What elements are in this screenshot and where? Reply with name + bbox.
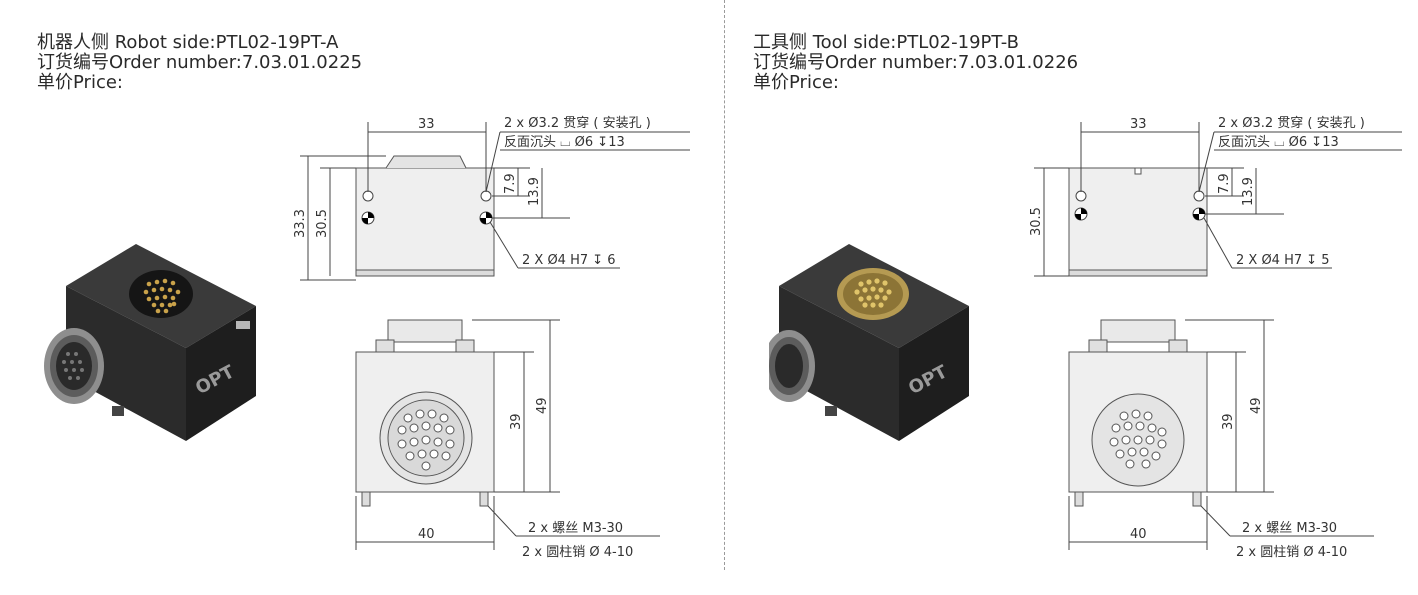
dim-width-front: 40: [1130, 527, 1147, 542]
tool-side-panel: 工具侧 Tool side:PTL02-19PT-B 订货编号Order num…: [709, 0, 1418, 595]
tool-side-product-image: OPT: [769, 244, 969, 441]
order-number: 订货编号Order number:7.03.01.0226: [753, 52, 1079, 73]
dim-height-front-body: 39: [509, 413, 524, 430]
tool-side-technical-drawing: 33 30.5 7.9 13.9 2 x Ø3.2 贯穿 ( 安装孔 ) 反面沉…: [1029, 115, 1402, 560]
dim-width-top: 33: [1130, 117, 1147, 132]
screw-note: 2 x 螺丝 M3-30: [1242, 521, 1337, 536]
tool-side-header: 工具侧 Tool side:PTL02-19PT-B 订货编号Order num…: [753, 33, 1078, 93]
product-title: 机器人侧 Robot side:PTL02-19PT-A: [37, 32, 339, 53]
dim-b: 13.9: [527, 177, 542, 206]
counterbore-note: 反面沉头 ⌴ Ø6 ↧13: [1218, 135, 1339, 150]
dim-b: 13.9: [1241, 177, 1256, 206]
dim-a: 7.9: [1217, 173, 1232, 194]
robot-side-header: 机器人侧 Robot side:PTL02-19PT-A 订货编号Order n…: [37, 33, 362, 93]
price-label: 单价Price:: [753, 72, 839, 93]
dim-height-body: 30.5: [315, 209, 330, 238]
order-number: 订货编号Order number:7.03.01.0225: [37, 52, 363, 73]
hole-note: 2 x Ø3.2 贯穿 ( 安装孔 ): [504, 115, 651, 131]
robot-side-technical-drawing: 33 33.3 30.5 7.9 13.9 2 x Ø3.2 贯穿 ( 安装孔 …: [293, 115, 690, 560]
dim-height-body: 30.5: [1029, 207, 1044, 236]
dim-height-front-total: 49: [1249, 397, 1264, 414]
dowel-note: 2 x 圆柱销 Ø 4-10: [1236, 545, 1347, 560]
pin-note: 2 X Ø4 H7 ↧ 5: [1236, 253, 1330, 268]
dim-width-front: 40: [418, 527, 435, 542]
dowel-note: 2 x 圆柱销 Ø 4-10: [522, 545, 633, 560]
dim-height-front-total: 49: [535, 397, 550, 414]
hole-note: 2 x Ø3.2 贯穿 ( 安装孔 ): [1218, 115, 1365, 131]
price-label: 单价Price:: [37, 72, 123, 93]
counterbore-note: 反面沉头 ⌴ Ø6 ↧13: [504, 135, 625, 150]
dim-height-outer: 33.3: [293, 209, 308, 238]
robot-side-panel: 机器人侧 Robot side:PTL02-19PT-A 订货编号Order n…: [37, 33, 690, 560]
screw-note: 2 x 螺丝 M3-30: [528, 521, 623, 536]
product-title: 工具侧 Tool side:PTL02-19PT-B: [753, 32, 1019, 53]
dim-a: 7.9: [503, 173, 518, 194]
dim-width-top: 33: [418, 117, 435, 132]
robot-side-product-image: OPT: [44, 244, 256, 441]
pin-note: 2 X Ø4 H7 ↧ 6: [522, 253, 616, 268]
dim-height-front-body: 39: [1221, 413, 1236, 430]
panel-divider: [724, 0, 725, 570]
